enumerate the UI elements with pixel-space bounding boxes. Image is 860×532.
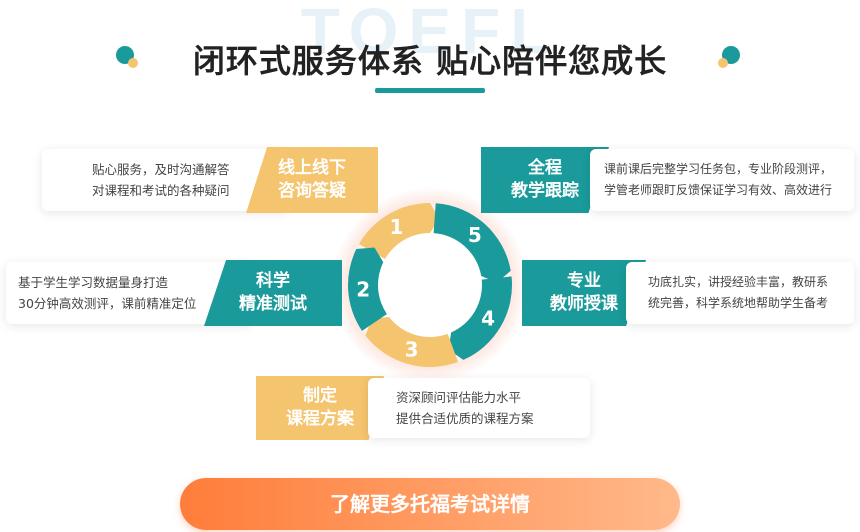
step-2-desc-line-2: 30分钟高效测评，课前精准定位 [18, 296, 197, 311]
step-5-desc-line-1: 课前课后完整学习任务包，专业阶段测评， [604, 162, 833, 176]
step-3-desc-line-1: 资深顾问评估能力水平 [396, 390, 522, 405]
ring-number-1: 1 [390, 215, 404, 239]
step-1-label-line-2: 咨询答疑 [278, 181, 346, 201]
step-4-label-line-2: 教师授课 [550, 294, 618, 314]
step-1-desc-line-1: 贴心服务，及时沟通解答 [92, 162, 230, 177]
header: 闭环式服务体系 贴心陪伴您成长 [0, 36, 860, 80]
step-4-desc-line-2: 统完善，科学系统地帮助学生备考 [648, 296, 829, 310]
step-1-card: 贴心服务，及时沟通解答 对课程和考试的各种疑问 [42, 149, 288, 211]
step-3-card: 资深顾问评估能力水平 提供合适优质的课程方案 [368, 378, 590, 438]
step-4-label-line-1: 专业 [567, 271, 601, 291]
step-2-label: 科学 精准测试 [204, 260, 342, 326]
step-5-label: 全程 教学跟踪 [481, 147, 609, 213]
ring-number-3: 3 [405, 337, 419, 361]
left-yellow-dot-icon [128, 58, 138, 68]
step-2-label-line-1: 科学 [256, 271, 290, 291]
step-4-card: 功底扎实，讲授经验丰富，教研系 统完善，科学系统地帮助学生备考 [626, 262, 854, 324]
step-2-desc-line-1: 基于学生学习数据量身打造 [18, 275, 169, 290]
ring-segment-5 [433, 203, 511, 283]
step-5-label-line-2: 教学跟踪 [511, 181, 579, 201]
toefl-watermark: TOEFL [300, 0, 560, 67]
ring-number-5: 5 [468, 223, 482, 247]
page-title: 闭环式服务体系 贴心陪伴您成长 [192, 42, 668, 80]
step-1-desc-line-2: 对课程和考试的各种疑问 [92, 183, 230, 198]
step-2-label-line-2: 精准测试 [239, 294, 307, 314]
ring-segment-1 [358, 203, 440, 259]
step-1-label-line-1: 线上线下 [278, 158, 346, 178]
ring-segment-3 [365, 317, 459, 367]
step-3-desc-line-2: 提供合适优质的课程方案 [396, 411, 534, 426]
step-4-label: 专业 教师授课 [522, 260, 646, 326]
step-3-label-line-2: 课程方案 [286, 409, 354, 429]
step-5-desc-line-2: 学管老师跟盯反馈保证学习有效、高效进行 [604, 183, 833, 197]
title-underline [375, 88, 485, 93]
step-5-label-line-1: 全程 [528, 158, 562, 178]
learn-more-button[interactable]: 了解更多托福考试详情 [180, 478, 680, 530]
right-yellow-dot-icon [718, 58, 728, 68]
cycle-ring: 1 5 4 3 2 [332, 187, 528, 383]
ring-segment-2 [348, 247, 387, 331]
ring-number-4: 4 [481, 307, 495, 331]
ring-segment-4 [448, 276, 512, 360]
step-5-card: 课前课后完整学习任务包，专业阶段测评， 学管老师跟盯反馈保证学习有效、高效进行 [590, 149, 854, 211]
step-3-label: 制定 课程方案 [256, 376, 384, 440]
step-4-desc-line-1: 功底扎实，讲授经验丰富，教研系 [648, 275, 829, 289]
step-1-label: 线上线下 咨询答疑 [246, 147, 378, 213]
step-3-label-line-1: 制定 [303, 386, 337, 406]
ring-number-2: 2 [356, 278, 370, 302]
